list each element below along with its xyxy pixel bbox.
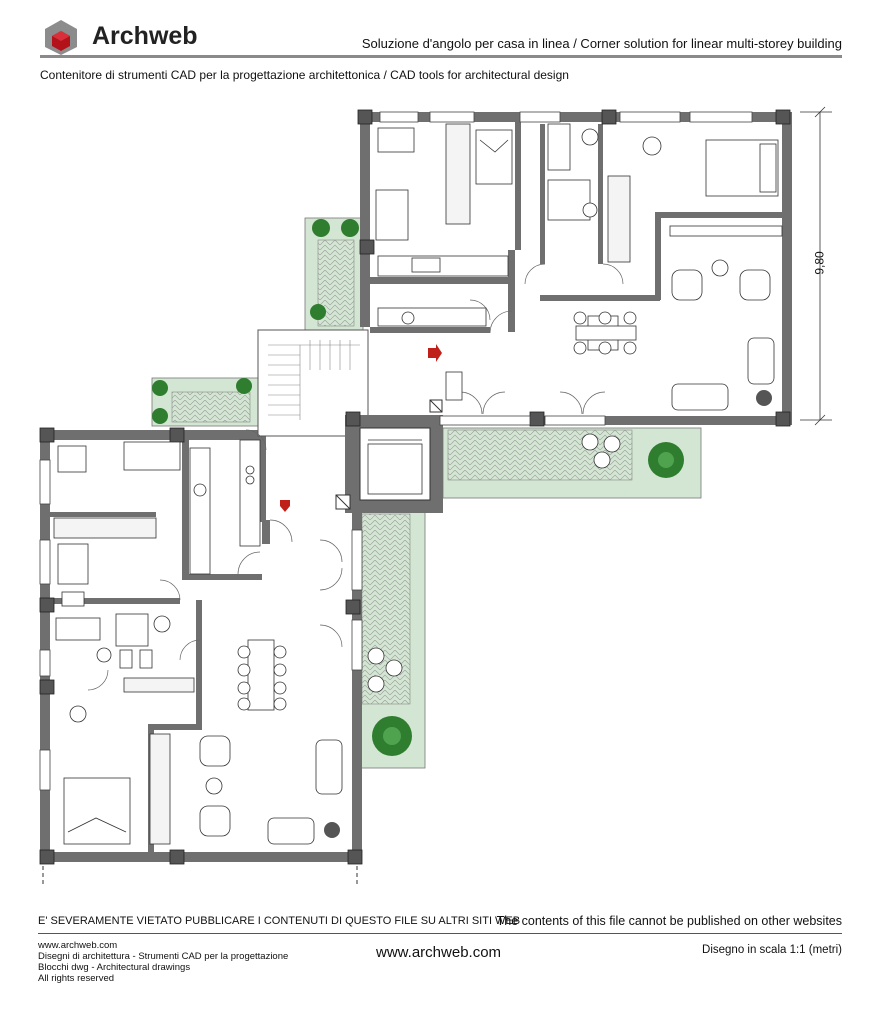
credit-line: Blocchi dwg - Architectural drawings [38,962,191,973]
credit-line: www.archweb.com [38,940,118,951]
section-marks [42,866,358,886]
brand-name: Archweb [92,22,198,50]
page-title: Soluzione d'angolo per casa in linea / C… [361,36,842,51]
windows [39,111,753,791]
subtitle: Contenitore di strumenti CAD per la prog… [40,68,569,82]
stair-and-elevator-core [257,329,443,513]
upper-apartment-walls [360,112,792,425]
structural-columns [39,109,791,865]
copyright-warning-english: The contents of this file cannot be publ… [496,914,842,928]
lower-apartment-furniture [53,439,403,845]
archweb-logo-icon [45,20,77,55]
drawing-scale: Disegno in scala 1:1 (metri) [702,944,842,956]
upper-apartment-furniture [375,123,783,469]
dimension-label: 9,80 [812,251,827,275]
door-swings [87,263,624,691]
footer-divider [38,933,842,934]
credit-line: All rights reserved [38,973,115,984]
copyright-warning-italian: E' SEVERAMENTE VIETATO PUBBLICARE I CONT… [38,915,521,927]
plant-icons [152,219,772,838]
website-url: www.archweb.com [376,944,502,961]
dimension-line [800,106,832,426]
entry-arrow-icons [280,344,442,512]
credit-line: Disegni di architettura - Strumenti CAD … [38,951,289,962]
header-divider [40,55,842,58]
